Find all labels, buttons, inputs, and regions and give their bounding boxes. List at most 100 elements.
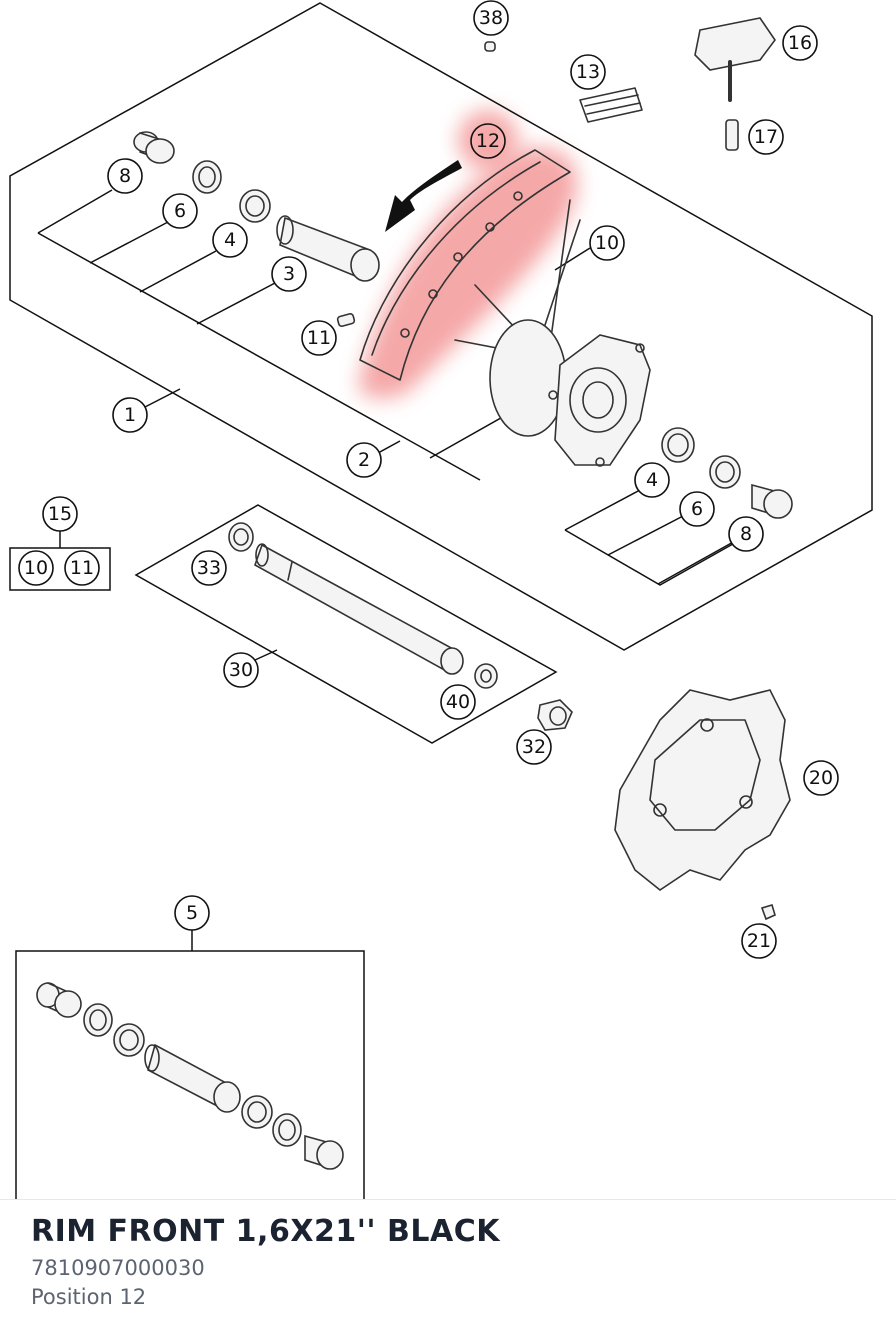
kit-5-spacer-left bbox=[36, 982, 82, 1018]
callout-30[interactable]: 30 bbox=[223, 652, 259, 688]
callout-circle bbox=[440, 684, 476, 720]
callout-label: 20 bbox=[809, 767, 833, 789]
callout-3[interactable]: 3 bbox=[271, 256, 307, 292]
nut-32 bbox=[537, 699, 573, 731]
callout-label: 10 bbox=[24, 557, 48, 579]
callout-circle bbox=[191, 550, 227, 586]
callout-circle bbox=[473, 0, 509, 36]
callout-8[interactable]: 8 bbox=[107, 158, 143, 194]
callout-label: 13 bbox=[576, 61, 600, 83]
callout-label: 6 bbox=[174, 200, 186, 222]
callout-40[interactable]: 40 bbox=[440, 684, 476, 720]
leader-30 bbox=[254, 649, 278, 661]
callout-8[interactable]: 8 bbox=[728, 516, 764, 552]
callout-label: 12 bbox=[476, 130, 500, 152]
callout-circle bbox=[634, 462, 670, 498]
callout-4[interactable]: 4 bbox=[634, 462, 670, 498]
rim-highlight bbox=[358, 147, 578, 399]
callout-10[interactable]: 10 bbox=[589, 225, 625, 261]
callout-label: 5 bbox=[186, 902, 198, 924]
leader-3 bbox=[196, 282, 276, 325]
callout-label: 32 bbox=[522, 736, 546, 758]
inner-frame-left bbox=[37, 232, 481, 481]
callout-label: 17 bbox=[754, 126, 778, 148]
spacer-tube-3 bbox=[276, 215, 380, 282]
callout-circle bbox=[741, 923, 777, 959]
callout-circle bbox=[107, 158, 143, 194]
valve-11 bbox=[336, 312, 356, 328]
leader-1 bbox=[144, 388, 181, 408]
rim-12 bbox=[359, 149, 571, 381]
callout-circle bbox=[271, 256, 307, 292]
kit-5-frame bbox=[15, 950, 365, 1200]
kit-5-seal-right bbox=[272, 1113, 302, 1147]
callout-label: 4 bbox=[646, 469, 658, 491]
callout-label: 11 bbox=[70, 557, 94, 579]
callout-11[interactable]: 11 bbox=[301, 320, 337, 356]
bolt-21 bbox=[760, 904, 776, 921]
part-name: RIM FRONT 1,6X21'' BLACK bbox=[31, 1214, 500, 1249]
callout-10[interactable]: 10 bbox=[18, 550, 54, 586]
callout-12[interactable]: 12 bbox=[470, 123, 506, 159]
callout-label: 10 bbox=[595, 232, 619, 254]
callout-32[interactable]: 32 bbox=[516, 729, 552, 765]
callout-5[interactable]: 5 bbox=[174, 895, 210, 931]
callout-circle bbox=[803, 760, 839, 796]
callout-label: 38 bbox=[479, 7, 503, 29]
rim-tape-13 bbox=[579, 87, 643, 123]
hub-2 bbox=[489, 319, 651, 467]
callout-label: 11 bbox=[307, 327, 331, 349]
callout-circle bbox=[589, 225, 625, 261]
callout-16[interactable]: 16 bbox=[782, 25, 818, 61]
kit-15-box bbox=[9, 547, 111, 591]
kit-5-tube bbox=[144, 1043, 241, 1113]
callout-circle bbox=[516, 729, 552, 765]
callout-circle bbox=[64, 550, 100, 586]
callout-1[interactable]: 1 bbox=[112, 397, 148, 433]
callout-11[interactable]: 11 bbox=[64, 550, 100, 586]
leader-2 bbox=[377, 440, 401, 454]
callout-38[interactable]: 38 bbox=[473, 0, 509, 36]
callout-label: 15 bbox=[48, 503, 72, 525]
callout-2[interactable]: 2 bbox=[346, 442, 382, 478]
leader-8 bbox=[37, 189, 113, 234]
callout-circle bbox=[42, 496, 78, 532]
callout-label: 6 bbox=[691, 498, 703, 520]
callout-20[interactable]: 20 bbox=[803, 760, 839, 796]
cap-38 bbox=[484, 41, 496, 52]
callout-12-highlight bbox=[458, 110, 518, 170]
callout-4[interactable]: 4 bbox=[212, 222, 248, 258]
callout-13[interactable]: 13 bbox=[570, 54, 606, 90]
part-info-panel: RIM FRONT 1,6X21'' BLACK 7810907000030 P… bbox=[0, 1199, 896, 1336]
kit-5-seal-left bbox=[83, 1003, 113, 1037]
part-number: 7810907000030 bbox=[31, 1256, 205, 1280]
callout-label: 8 bbox=[119, 165, 131, 187]
callout-circle bbox=[162, 193, 198, 229]
callout-circle bbox=[174, 895, 210, 931]
callout-33[interactable]: 33 bbox=[191, 550, 227, 586]
tool-16 bbox=[694, 17, 776, 102]
spacer-8-right bbox=[751, 483, 793, 519]
callout-label: 1 bbox=[124, 404, 136, 426]
callout-circle bbox=[782, 25, 818, 61]
callout-6[interactable]: 6 bbox=[162, 193, 198, 229]
callout-circle bbox=[223, 652, 259, 688]
callout-label: 3 bbox=[283, 263, 295, 285]
callout-circle bbox=[570, 54, 606, 90]
callout-label: 21 bbox=[747, 930, 771, 952]
callout-circle bbox=[346, 442, 382, 478]
kit-5-bearing-right bbox=[241, 1095, 273, 1129]
direction-arrow bbox=[385, 160, 462, 232]
callout-circle bbox=[728, 516, 764, 552]
callout-17[interactable]: 17 bbox=[748, 119, 784, 155]
callout-circle bbox=[301, 320, 337, 356]
callout-label: 8 bbox=[740, 523, 752, 545]
callout-6[interactable]: 6 bbox=[679, 491, 715, 527]
callout-21[interactable]: 21 bbox=[741, 923, 777, 959]
callout-label: 4 bbox=[224, 229, 236, 251]
callout-15[interactable]: 15 bbox=[42, 496, 78, 532]
part-position: Position 12 bbox=[31, 1285, 147, 1309]
callout-circle bbox=[748, 119, 784, 155]
axle-group-frame bbox=[134, 504, 558, 744]
callout-label: 30 bbox=[229, 659, 253, 681]
